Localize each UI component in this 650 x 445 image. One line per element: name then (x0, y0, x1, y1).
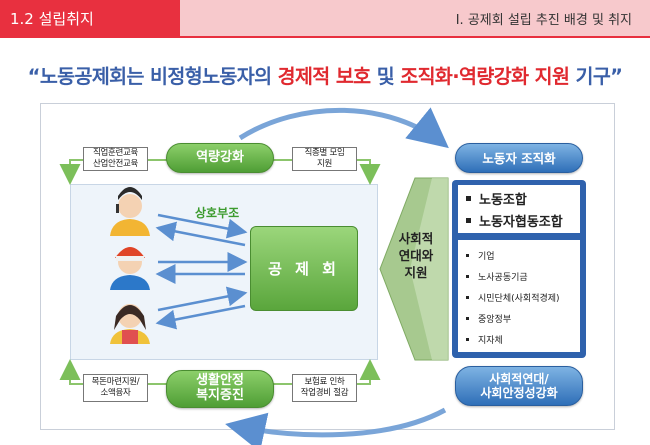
solidarity-pill: 사회적연대/사회안정성강화 (455, 366, 583, 406)
union-list (458, 185, 580, 233)
support-item-4: 중앙정부 (466, 309, 511, 327)
arrow-w1-out (157, 213, 248, 239)
support-item-1: 기업 (466, 246, 495, 264)
headline-part5: 기구” (569, 65, 623, 88)
organizing-pill: 노동자 조직화 (455, 143, 583, 173)
support-item-5: 지자체 (466, 330, 503, 348)
section-title: 1.2 설립취지 (10, 9, 94, 28)
support-list (458, 240, 580, 352)
bottom-left-box: 목돈마련지원/소액융자 (83, 374, 148, 402)
union-item-2: 노동자협동조합 (466, 209, 563, 231)
chapter-title: Ⅰ. 공제회 설립 추진 배경 및 취지 (455, 12, 632, 28)
headline-highlight1: 경제적 보호 (277, 65, 371, 88)
chapter-bar: Ⅰ. 공제회 설립 추진 배경 및 취지 (180, 0, 650, 36)
top-flow-arrow (238, 107, 449, 149)
arrow-w3-in (155, 304, 246, 330)
union-item-1: 노동조합 (466, 187, 527, 209)
helmet-rider-icon (110, 247, 150, 290)
section-tab: 1.2 설립취지 (0, 0, 180, 36)
headline-part1: “노동공제회는 비정형노동자의 (27, 65, 278, 88)
headline-part3: 및 (370, 65, 401, 88)
arrow-w3-out (157, 286, 248, 312)
headset-worker-icon (110, 187, 150, 236)
apron-worker-icon (110, 304, 150, 344)
support-item-3: 시민단체(사회적경제) (466, 288, 560, 306)
headline: “노동공제회는 비정형노동자의 경제적 보호 및 조직화·역량강화 지원 기구” (0, 60, 650, 89)
header-divider (0, 36, 650, 38)
mutual-aid-label: 상호부조 (195, 206, 240, 220)
bottom-flow-arrow (225, 407, 447, 445)
core-fund-box: 공 제 회 (250, 226, 358, 311)
capacity-pill: 역량강화 (166, 143, 274, 173)
arrow-w1-in (155, 221, 246, 247)
headline-highlight2: 조직화·역량강화 지원 (400, 65, 570, 88)
support-item-2: 노사공동기금 (466, 267, 528, 285)
